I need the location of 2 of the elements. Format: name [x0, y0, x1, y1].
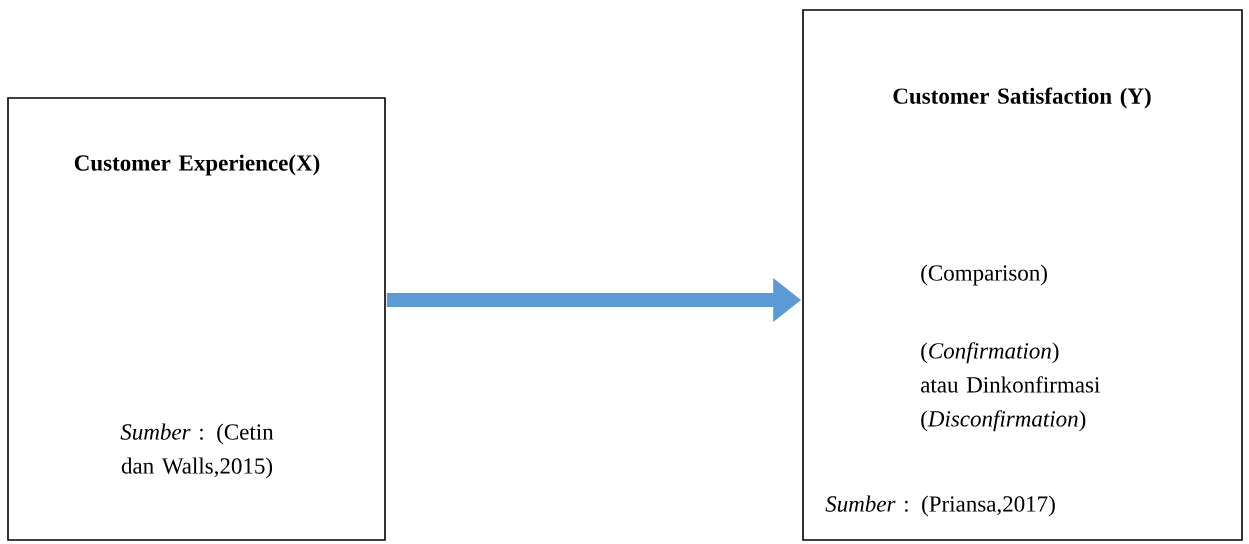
- concept-box: Customer Satisfaction (Y) (Comparison) (Confirmation) atau Dinkonfirmasi (Disconfirmation) Sumber : (Priansa,2017): [802, 9, 1243, 541]
- concept-box: Customer Experience(X) Sumber : (Cetin dan Walls,2015): [7, 97, 386, 541]
